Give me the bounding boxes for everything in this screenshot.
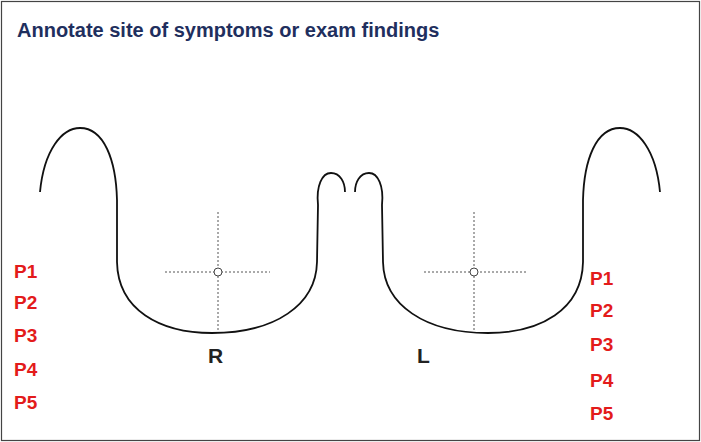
side-label: L [417, 344, 430, 368]
nipple-marker [214, 268, 222, 276]
left-center-bump [318, 173, 345, 205]
position-label: P2 [590, 300, 613, 322]
position-label: P5 [590, 403, 613, 425]
nipple-marker [470, 268, 478, 276]
right-center-bump [355, 173, 382, 205]
position-label: P2 [14, 292, 37, 314]
position-label: P5 [14, 392, 37, 414]
left-breast-outline [382, 128, 660, 333]
position-label: P1 [590, 268, 613, 290]
side-label: R [208, 344, 223, 368]
position-label: P3 [14, 325, 37, 347]
diagram-title: Annotate site of symptoms or exam findin… [17, 19, 439, 42]
position-label: P4 [14, 359, 37, 381]
position-label: P4 [590, 370, 613, 392]
position-label: P3 [590, 334, 613, 356]
position-label: P1 [14, 261, 37, 283]
right-breast-outline [40, 128, 318, 333]
